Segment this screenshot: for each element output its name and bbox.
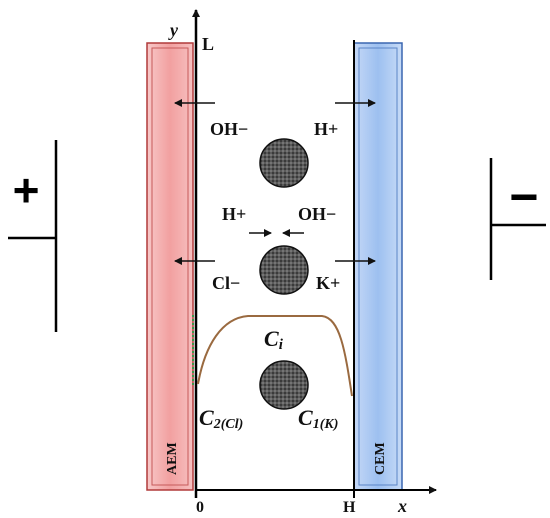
anode-sign: + [13,164,40,216]
particle-middle [259,245,309,295]
ci-label: Ci [264,326,284,353]
aem-membrane [146,42,194,491]
cathode-electrode [489,158,546,280]
cathode-sign: − [509,169,538,225]
x-axis-label: x [397,496,407,516]
origin-label: 0 [196,499,204,516]
particle-top [259,138,309,188]
cem-label: CEM [373,442,388,475]
ion-oh-top: OH− [210,119,248,139]
ion-k: K+ [316,273,340,293]
top-label: L [202,34,214,54]
aem-label: AEM [165,442,180,475]
cem-membrane [353,42,403,491]
c1-label: C1(K) [298,405,338,432]
y-axis-label: y [168,20,179,40]
ion-oh-mid: OH− [298,204,336,224]
anode-electrode [8,140,58,332]
concentration-curve [197,315,353,397]
h-label: H [343,499,356,516]
particle-bottom [259,360,309,410]
ion-cl: Cl− [212,273,240,293]
ion-h-top: H+ [314,119,338,139]
ion-h-mid: H+ [222,204,246,224]
c2-label: C2(Cl) [199,405,243,432]
